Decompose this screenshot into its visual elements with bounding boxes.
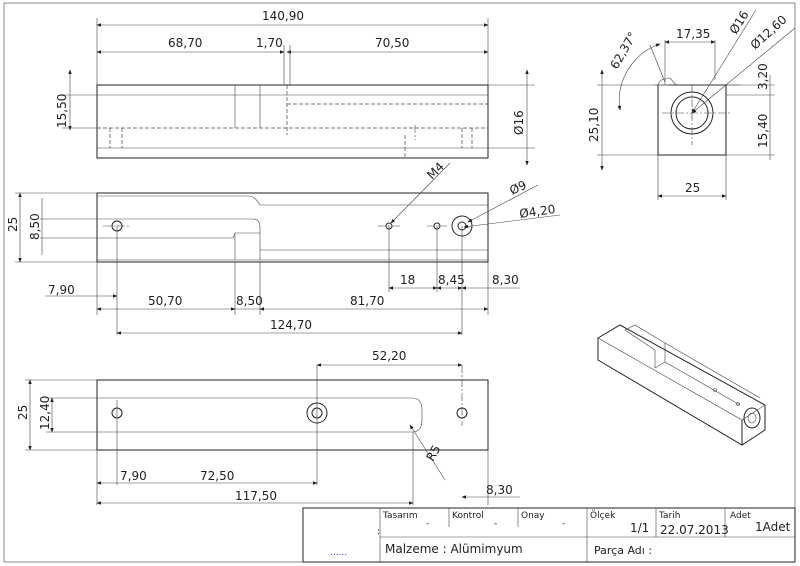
dim-side-height: 25,10	[587, 108, 601, 142]
checker-value: -	[494, 519, 497, 529]
dim-side-bore-inner: Ø12,60	[748, 13, 790, 53]
dim-side-bore-outer: Ø16	[727, 8, 752, 36]
label-hole-small: Ø4,20	[518, 202, 556, 221]
material-field: Malzeme : Alümimyum	[385, 542, 523, 556]
dim-side-1540: 15,40	[756, 114, 770, 148]
dim-top-height: 15,50	[55, 94, 69, 128]
dim-bottom-790: 7,90	[120, 469, 147, 483]
dim-side-angle: 62,37°	[607, 30, 639, 72]
dim-top-overall: 140,90	[262, 9, 304, 23]
logo-colon: :	[377, 527, 380, 537]
designer-value: -	[426, 519, 429, 529]
dim-front-790: 7,90	[48, 283, 75, 297]
scale-label: Ölçek	[590, 510, 616, 521]
logo-dots: ......	[330, 548, 347, 558]
dim-side-width: 25	[685, 181, 700, 195]
dim-side-320: 3,20	[756, 63, 770, 90]
quantity-value: 1Adet	[755, 520, 791, 534]
dim-bottom-1240: 12,40	[38, 396, 52, 430]
bottom-view: 52,20 25 12,40 7,90 72,50 117,50 8,30 R5	[16, 349, 520, 505]
approver-value: -	[562, 519, 565, 529]
label-hole-large: Ø9	[507, 178, 528, 198]
dim-bottom-7250: 72,50	[200, 469, 234, 483]
label-radius: R5	[423, 443, 443, 464]
dim-front-12470: 124,70	[270, 318, 312, 332]
dim-front-830: 8,30	[492, 273, 519, 287]
part-name-field: Parça Adı :	[594, 544, 652, 557]
dim-top-gap: 1,70	[256, 36, 283, 50]
quantity-label: Adet	[730, 511, 751, 521]
side-view: 17,35 62,37° Ø16 Ø12,60 3,20 15,40 25,10…	[587, 8, 796, 200]
dim-front-height: 25	[6, 217, 20, 232]
approver-label: Onay	[521, 511, 545, 521]
dim-front-845: 8,45	[438, 273, 465, 287]
dim-top-left: 68,70	[168, 36, 202, 50]
dim-bottom-height: 25	[16, 405, 30, 420]
checker-label: Kontrol	[452, 511, 484, 521]
top-view: 140,90 68,70 1,70 70,50 15,50 Ø16	[55, 9, 535, 166]
dim-top-diameter: Ø16	[512, 110, 526, 135]
title-block: : ...... Tasarım - Kontrol - Onay - Ölçe…	[302, 507, 796, 563]
label-thread-m4: M4	[424, 159, 447, 182]
dim-front-850: 8,50	[236, 294, 263, 308]
dim-front-5070: 50,70	[148, 294, 182, 308]
front-view: 25 8,50 18 8,45 8,30 7,90 50,70 8,50 81,…	[6, 159, 561, 335]
dim-top-right: 70,50	[375, 36, 409, 50]
scale-value: 1/1	[630, 521, 649, 535]
dim-bottom-11750: 117,50	[235, 489, 277, 503]
designer-label: Tasarım	[382, 511, 418, 521]
date-label: Tarih	[658, 511, 680, 521]
dim-bottom-830: 8,30	[486, 483, 513, 497]
dim-front-8170: 81,70	[350, 294, 384, 308]
dim-front-18: 18	[400, 273, 415, 287]
isometric-view	[597, 324, 766, 446]
date-value: 22.07.2013	[660, 523, 729, 537]
dim-front-slot: 8,50	[28, 213, 42, 240]
dim-bottom-5220: 52,20	[372, 349, 406, 363]
dim-side-1735: 17,35	[676, 27, 710, 41]
